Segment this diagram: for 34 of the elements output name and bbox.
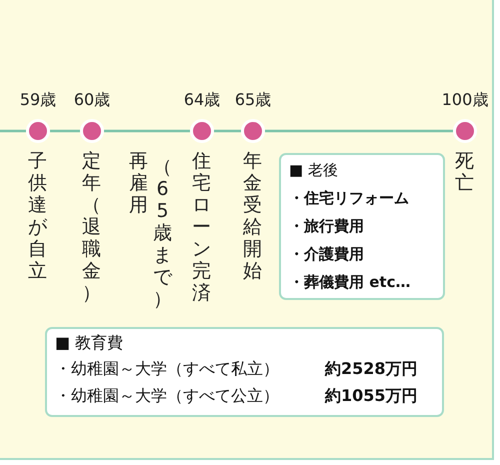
event-label: 死亡: [454, 150, 475, 194]
list-item: ・介護費用: [289, 245, 364, 264]
event-label: 再雇用: [128, 150, 149, 216]
age-label: 60歳: [72, 90, 112, 111]
timeline-dot: [26, 119, 50, 143]
timeline-dot: [190, 119, 214, 143]
timeline-dot: [453, 119, 477, 143]
age-label: 65歳: [234, 90, 272, 111]
cost-value: 約2528万円: [325, 359, 418, 380]
list-item: ・葬儀費用 etc…: [289, 273, 410, 292]
timeline-line: [104, 130, 190, 132]
list-item: ・旅行費用: [289, 217, 364, 236]
cost-value: 約1055万円: [325, 386, 418, 407]
timeline-dot: [80, 119, 104, 143]
age-label: 59歳: [18, 90, 58, 111]
timeline-line: [50, 130, 80, 132]
list-item: ・幼稚園～大学（すべて私立）: [55, 359, 279, 380]
timeline-line: [214, 130, 241, 132]
retirement-card: [279, 153, 445, 300]
list-item: ・幼稚園～大学（すべて公立）: [55, 386, 279, 407]
timeline-dot: [241, 119, 265, 143]
age-label: 64歳: [182, 90, 222, 111]
list-item: ・住宅リフォーム: [289, 189, 409, 208]
education-card: [45, 327, 444, 417]
card-heading: ■ 教育費: [55, 333, 124, 354]
age-label: 100歳: [440, 90, 490, 111]
event-label: 定年（退職金）: [81, 150, 102, 304]
timeline-line: [265, 130, 453, 132]
event-label: （65歳まで）: [152, 156, 173, 310]
event-label: 年金受給開始: [242, 150, 263, 282]
card-heading: ■ 老後: [289, 161, 338, 180]
timeline-line: [0, 130, 26, 132]
event-label: 住宅ローン完済: [191, 150, 212, 304]
event-label: 子供達が自立: [27, 150, 48, 282]
